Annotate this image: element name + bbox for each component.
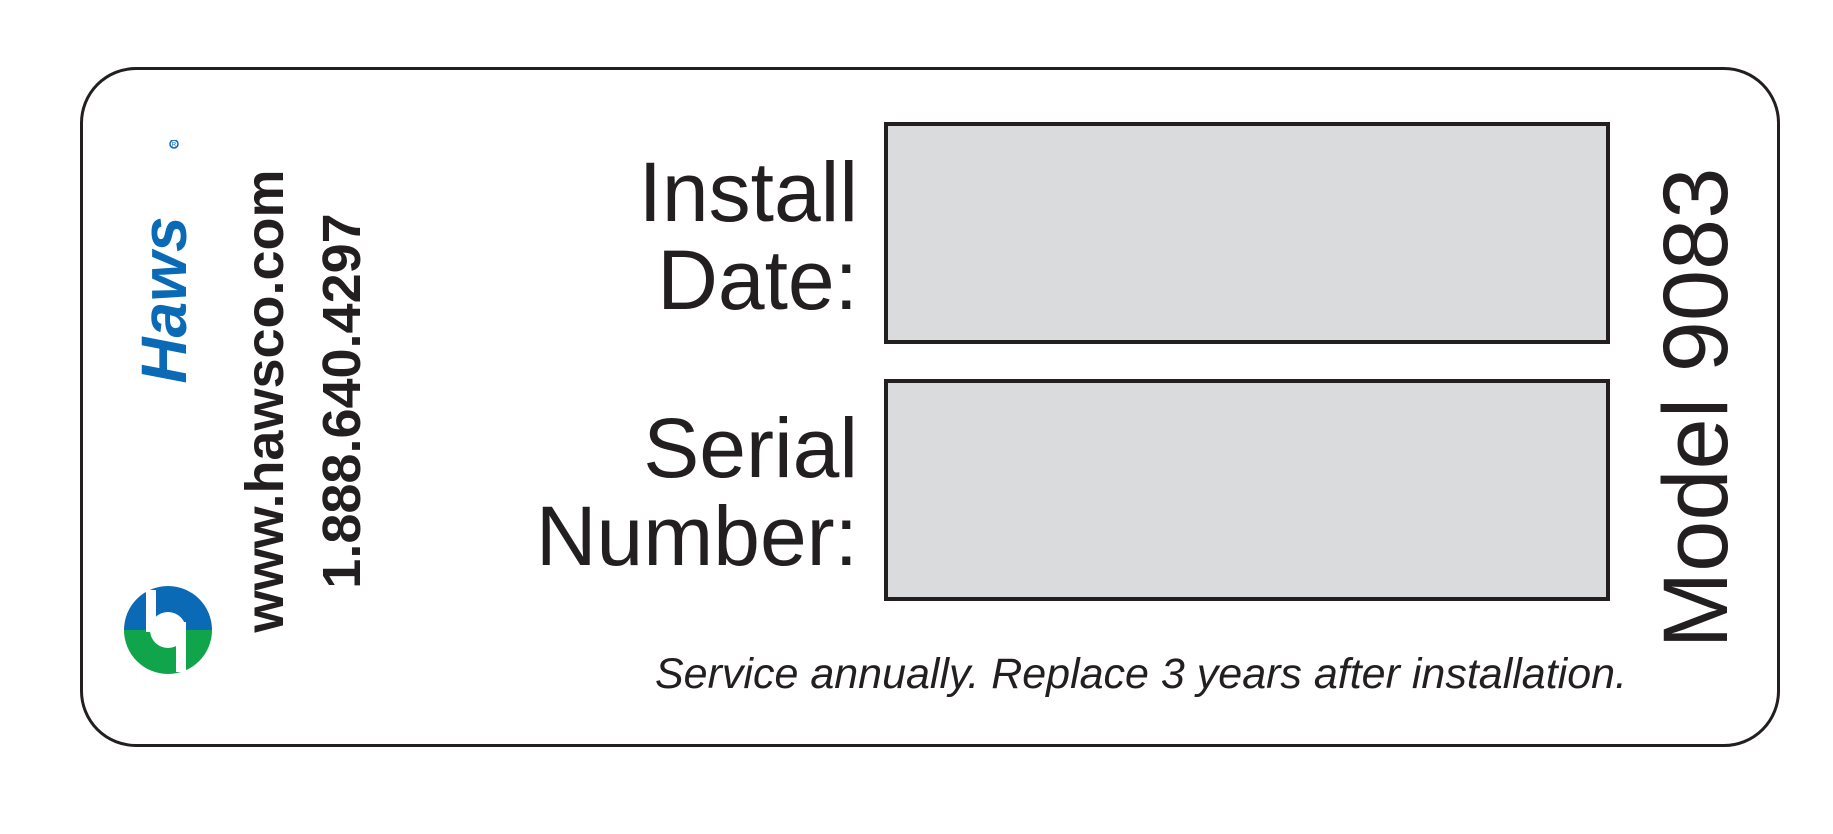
serial-label-line2: Number:: [535, 489, 858, 583]
service-note: Service annually. Replace 3 years after …: [655, 650, 1627, 698]
install-date-label: Install Date:: [639, 148, 858, 324]
svg-text:R: R: [172, 143, 177, 149]
install-label-line1: Install: [638, 145, 858, 239]
serial-number-label: Serial Number:: [536, 404, 858, 580]
website-text: www.hawsco.com: [235, 169, 295, 633]
haws-logo-icon: R Haws: [124, 140, 212, 674]
install-date-field[interactable]: [884, 122, 1610, 344]
install-label-line2: Date:: [657, 233, 858, 327]
haws-wordmark: Haws: [128, 216, 200, 383]
serial-number-field[interactable]: [884, 379, 1610, 601]
serial-label-line1: Serial: [643, 401, 858, 495]
model-number: Model 9083: [1645, 167, 1747, 649]
phone-text: 1.888.640.4297: [312, 213, 372, 589]
